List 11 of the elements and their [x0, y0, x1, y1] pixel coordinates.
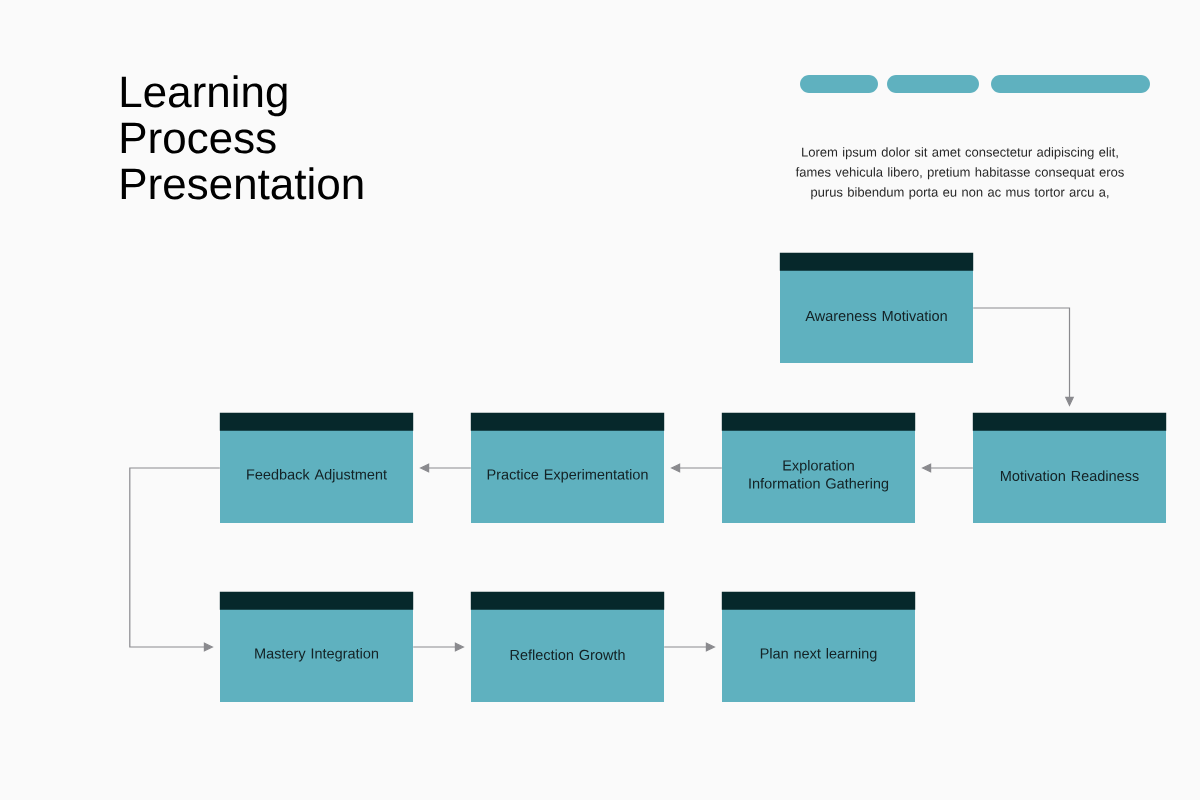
- process-box: Reflection Growth: [470, 591, 665, 702]
- process-box: Awareness Motivation: [779, 252, 974, 363]
- arrow: [129, 467, 221, 652]
- title: Learning Process Presentation: [121, 75, 363, 200]
- process-box: Exploration Information Gathering: [721, 412, 916, 523]
- process-box: Practice Experimentation: [470, 412, 665, 523]
- process-box: Feedback Adjustment: [219, 412, 414, 523]
- process-box: Plan next learning: [721, 591, 916, 702]
- process-box: Motivation Readiness: [972, 412, 1167, 523]
- paragraph: Lorem ipsum dolor sit amet consectetur adipiscing elit, fames vehicula libero, pretium habitasse consequat eros purus bibendum porta eu non ac mus tortor arcu a,: [795, 147, 1124, 200]
- process-box: Mastery Integration: [219, 591, 414, 702]
